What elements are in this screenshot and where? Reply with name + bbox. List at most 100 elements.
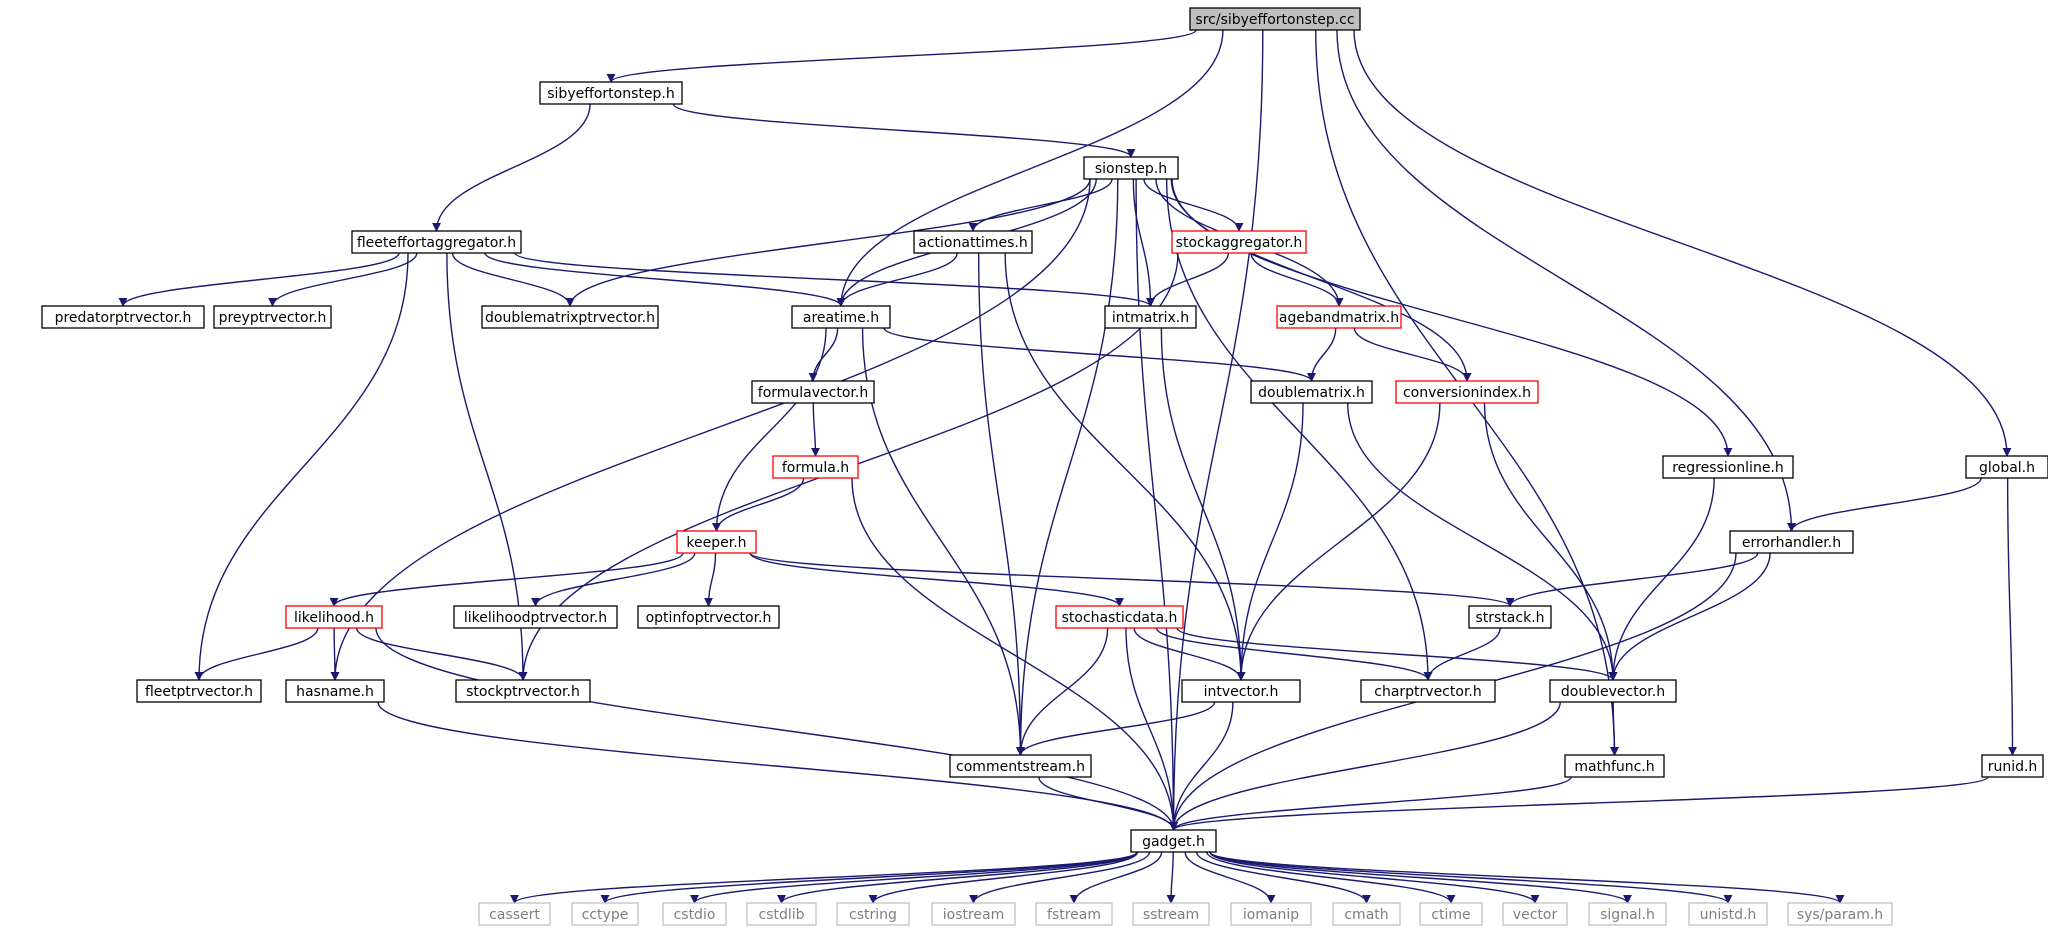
node-preyptr[interactable]: preyptrvector.h (213, 305, 332, 329)
node-predatorptr[interactable]: predatorptrvector.h (41, 305, 205, 329)
node-fleeteffort[interactable]: fleeteffortaggregator.h (351, 230, 522, 254)
node-runid[interactable]: runid.h (1981, 754, 2044, 778)
node-box-fleetptr (136, 679, 262, 703)
node-keeper[interactable]: keeper.h (676, 530, 757, 554)
node-box-predatorptr (41, 305, 205, 329)
edge-fleeteffort-to-areatime (484, 252, 846, 307)
node-stockptr[interactable]: stockptrvector.h (455, 679, 591, 703)
node-label-cstring: cstring (849, 907, 897, 923)
edge-sibyeffortonstep-to-fleeteffort (432, 103, 591, 232)
node-label-cctype: cctype (582, 907, 629, 923)
edge-keeper-to-likelihood (329, 552, 684, 607)
node-doublematrix[interactable]: doublematrix.h (1250, 380, 1373, 404)
node-global[interactable]: global.h (1965, 455, 2048, 479)
edge-gadget-to-cstdlib (777, 851, 1138, 904)
node-intvector[interactable]: intvector.h (1181, 679, 1301, 703)
node-strstack[interactable]: strstack.h (1468, 605, 1552, 629)
node-cassert: cassert (478, 902, 551, 926)
nodes-layer: src/sibyeffortonstep.cc sibyeffortonstep.… (41, 7, 2048, 926)
node-box-sibyeffortonstep (539, 81, 683, 105)
node-box-iomanip (1230, 902, 1312, 926)
node-areatime[interactable]: areatime.h (791, 305, 891, 329)
node-intmatrix[interactable]: intmatrix.h (1104, 305, 1197, 329)
edge-gadget-to-cassert (510, 851, 1138, 904)
node-agebandmatrix[interactable]: agebandmatrix.h (1276, 305, 1402, 329)
node-box-fleeteffort (351, 230, 522, 254)
edge-sionstep-to-charptr (1165, 178, 1433, 681)
node-likelihoodptr[interactable]: likelihoodptrvector.h (453, 605, 618, 629)
node-box-global (1965, 455, 2048, 479)
node-label-cassert: cassert (489, 907, 540, 923)
edge-fleeteffort-to-preyptr (268, 252, 418, 307)
node-gadget[interactable]: gadget.h (1130, 829, 1217, 853)
edge-actionattimes-to-areatime (836, 252, 958, 307)
node-commentstream[interactable]: commentstream.h (949, 754, 1092, 778)
node-errorhandler[interactable]: errorhandler.h (1729, 530, 1854, 554)
node-sibyeffortonstep[interactable]: sibyeffortonstep.h (539, 81, 683, 105)
node-label-agebandmatrix: agebandmatrix.h (1279, 310, 1399, 326)
node-likelihood[interactable]: likelihood.h (285, 605, 383, 629)
node-label-iostream: iostream (943, 907, 1005, 923)
edge-formulavector-to-formula (810, 402, 820, 457)
node-hasname[interactable]: hasname.h (285, 679, 385, 703)
node-regressionline[interactable]: regressionline.h (1662, 455, 1794, 479)
edge-keeper-to-likelihoodptr (531, 552, 696, 607)
edge-likelihood-to-stockptr (355, 627, 528, 681)
node-label-formulavector: formulavector.h (758, 385, 868, 401)
node-optinfoptr[interactable]: optinfoptrvector.h (637, 605, 780, 629)
node-root[interactable]: src/sibyeffortonstep.cc (1189, 7, 1361, 31)
node-signal: signal.h (1588, 902, 1667, 926)
edge-strstack-to-charptr (1423, 627, 1501, 681)
node-sionstep[interactable]: sionstep.h (1083, 156, 1179, 180)
node-formula[interactable]: formula.h (772, 455, 859, 479)
node-mathfunc[interactable]: mathfunc.h (1564, 754, 1665, 778)
node-box-cassert (478, 902, 551, 926)
node-label-sstream: sstream (1143, 907, 1199, 923)
node-box-conversionindex (1395, 380, 1539, 404)
node-iomanip: iomanip (1230, 902, 1312, 926)
node-box-fstream (1035, 902, 1113, 926)
node-box-signal (1588, 902, 1667, 926)
node-stochasticdata[interactable]: stochasticdata.h (1055, 605, 1184, 629)
node-doublevector[interactable]: doublevector.h (1549, 679, 1677, 703)
node-box-cmath (1332, 902, 1401, 926)
node-label-dmptr: doublematrixptrvector.h (485, 310, 655, 326)
node-label-vector: vector (1513, 907, 1558, 923)
node-label-intvector: intvector.h (1204, 684, 1279, 700)
node-label-stockaggregator: stockaggregator.h (1176, 235, 1303, 251)
node-dmptr[interactable]: doublematrixptrvector.h (481, 305, 659, 329)
node-sstream: sstream (1132, 902, 1210, 926)
node-stockaggregator[interactable]: stockaggregator.h (1171, 230, 1307, 254)
node-cstring: cstring (836, 902, 910, 926)
node-label-doublematrix: doublematrix.h (1258, 385, 1365, 401)
node-charptr[interactable]: charptrvector.h (1360, 679, 1496, 703)
node-box-ctime (1419, 902, 1483, 926)
node-box-areatime (791, 305, 891, 329)
node-box-intvector (1181, 679, 1301, 703)
node-box-doublematrix (1250, 380, 1373, 404)
node-formulavector[interactable]: formulavector.h (751, 380, 875, 404)
node-conversionindex[interactable]: conversionindex.h (1395, 380, 1539, 404)
edge-stockaggregator-to-intmatrix (1146, 252, 1230, 307)
edge-gadget-to-unistd (1209, 851, 1733, 904)
edge-mathfunc-to-gadget (1169, 776, 1572, 831)
edge-runid-to-gadget (1169, 776, 1989, 831)
edge-stochasticdata-to-commentstream (1016, 627, 1109, 756)
edge-areatime-to-doublematrix (883, 327, 1316, 382)
node-label-charptr: charptrvector.h (1374, 684, 1481, 700)
node-box-preyptr (213, 305, 332, 329)
node-label-doublevector: doublevector.h (1561, 684, 1665, 700)
edge-keeper-to-strstack (749, 552, 1515, 607)
edge-gadget-to-ctime (1206, 851, 1456, 904)
edge-global-to-runid (2006, 477, 2017, 756)
edge-agebandmatrix-to-conversionindex (1353, 327, 1472, 382)
edge-keeper-to-stochasticdata (749, 552, 1124, 607)
edge-sionstep-to-gadget (1135, 178, 1178, 831)
edge-gadget-to-iostream (969, 851, 1151, 904)
edge-global-to-errorhandler (1787, 477, 1982, 532)
edge-fleeteffort-to-fleetptr (194, 252, 409, 681)
node-box-formulavector (751, 380, 875, 404)
node-actionattimes[interactable]: actionattimes.h (913, 230, 1033, 254)
node-fleetptr[interactable]: fleetptrvector.h (136, 679, 262, 703)
edge-gadget-to-cstring (868, 851, 1139, 904)
